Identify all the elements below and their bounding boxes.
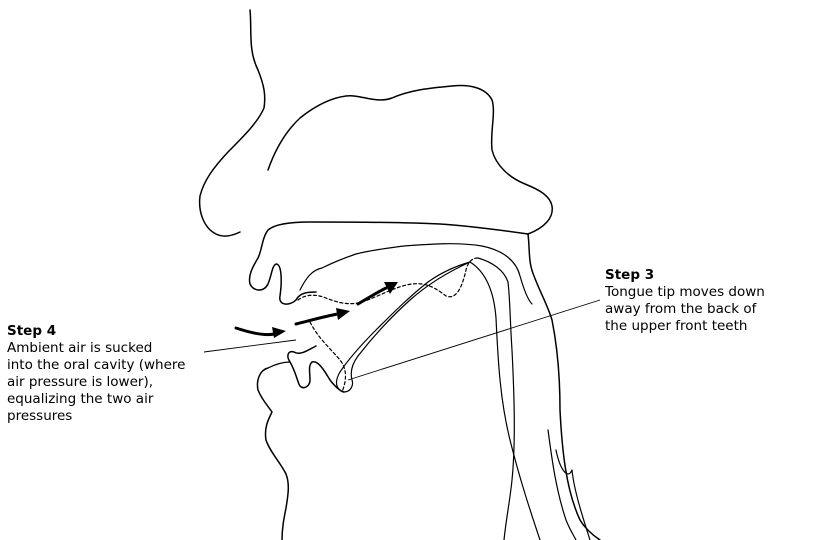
tongue-root-outline: [470, 262, 540, 540]
airflow-arrow-1: [236, 327, 286, 338]
airflow-arrow-2: [296, 308, 350, 324]
lower-lip-outline: [288, 346, 344, 392]
chin-outline: [257, 368, 288, 540]
face-profile-outline: [200, 10, 265, 236]
velum-outline: [478, 258, 514, 540]
step3-description: Tongue tip moves down away from the back…: [605, 284, 815, 335]
lower-jaw-outline: [268, 362, 290, 368]
step4-description: Ambient air is sucked into the oral cavi…: [7, 340, 222, 425]
pharyngeal-wall-outline: [528, 234, 600, 540]
step3-leader-line: [348, 300, 600, 380]
step3-title: Step 3: [605, 267, 815, 284]
tongue-outline: [337, 262, 470, 392]
step4-title: Step 4: [7, 323, 222, 340]
previous-tongue-position-dashed: [298, 258, 478, 304]
nasal-cavity-outline: [268, 86, 552, 234]
step3-label: Step 3 Tongue tip moves down away from t…: [605, 267, 815, 335]
upper-lip-outline: [249, 222, 528, 304]
step4-label: Step 4 Ambient air is sucked into the or…: [7, 323, 222, 425]
tongue-tip-dashed: [310, 322, 346, 392]
airflow-arrow-3: [358, 282, 398, 304]
